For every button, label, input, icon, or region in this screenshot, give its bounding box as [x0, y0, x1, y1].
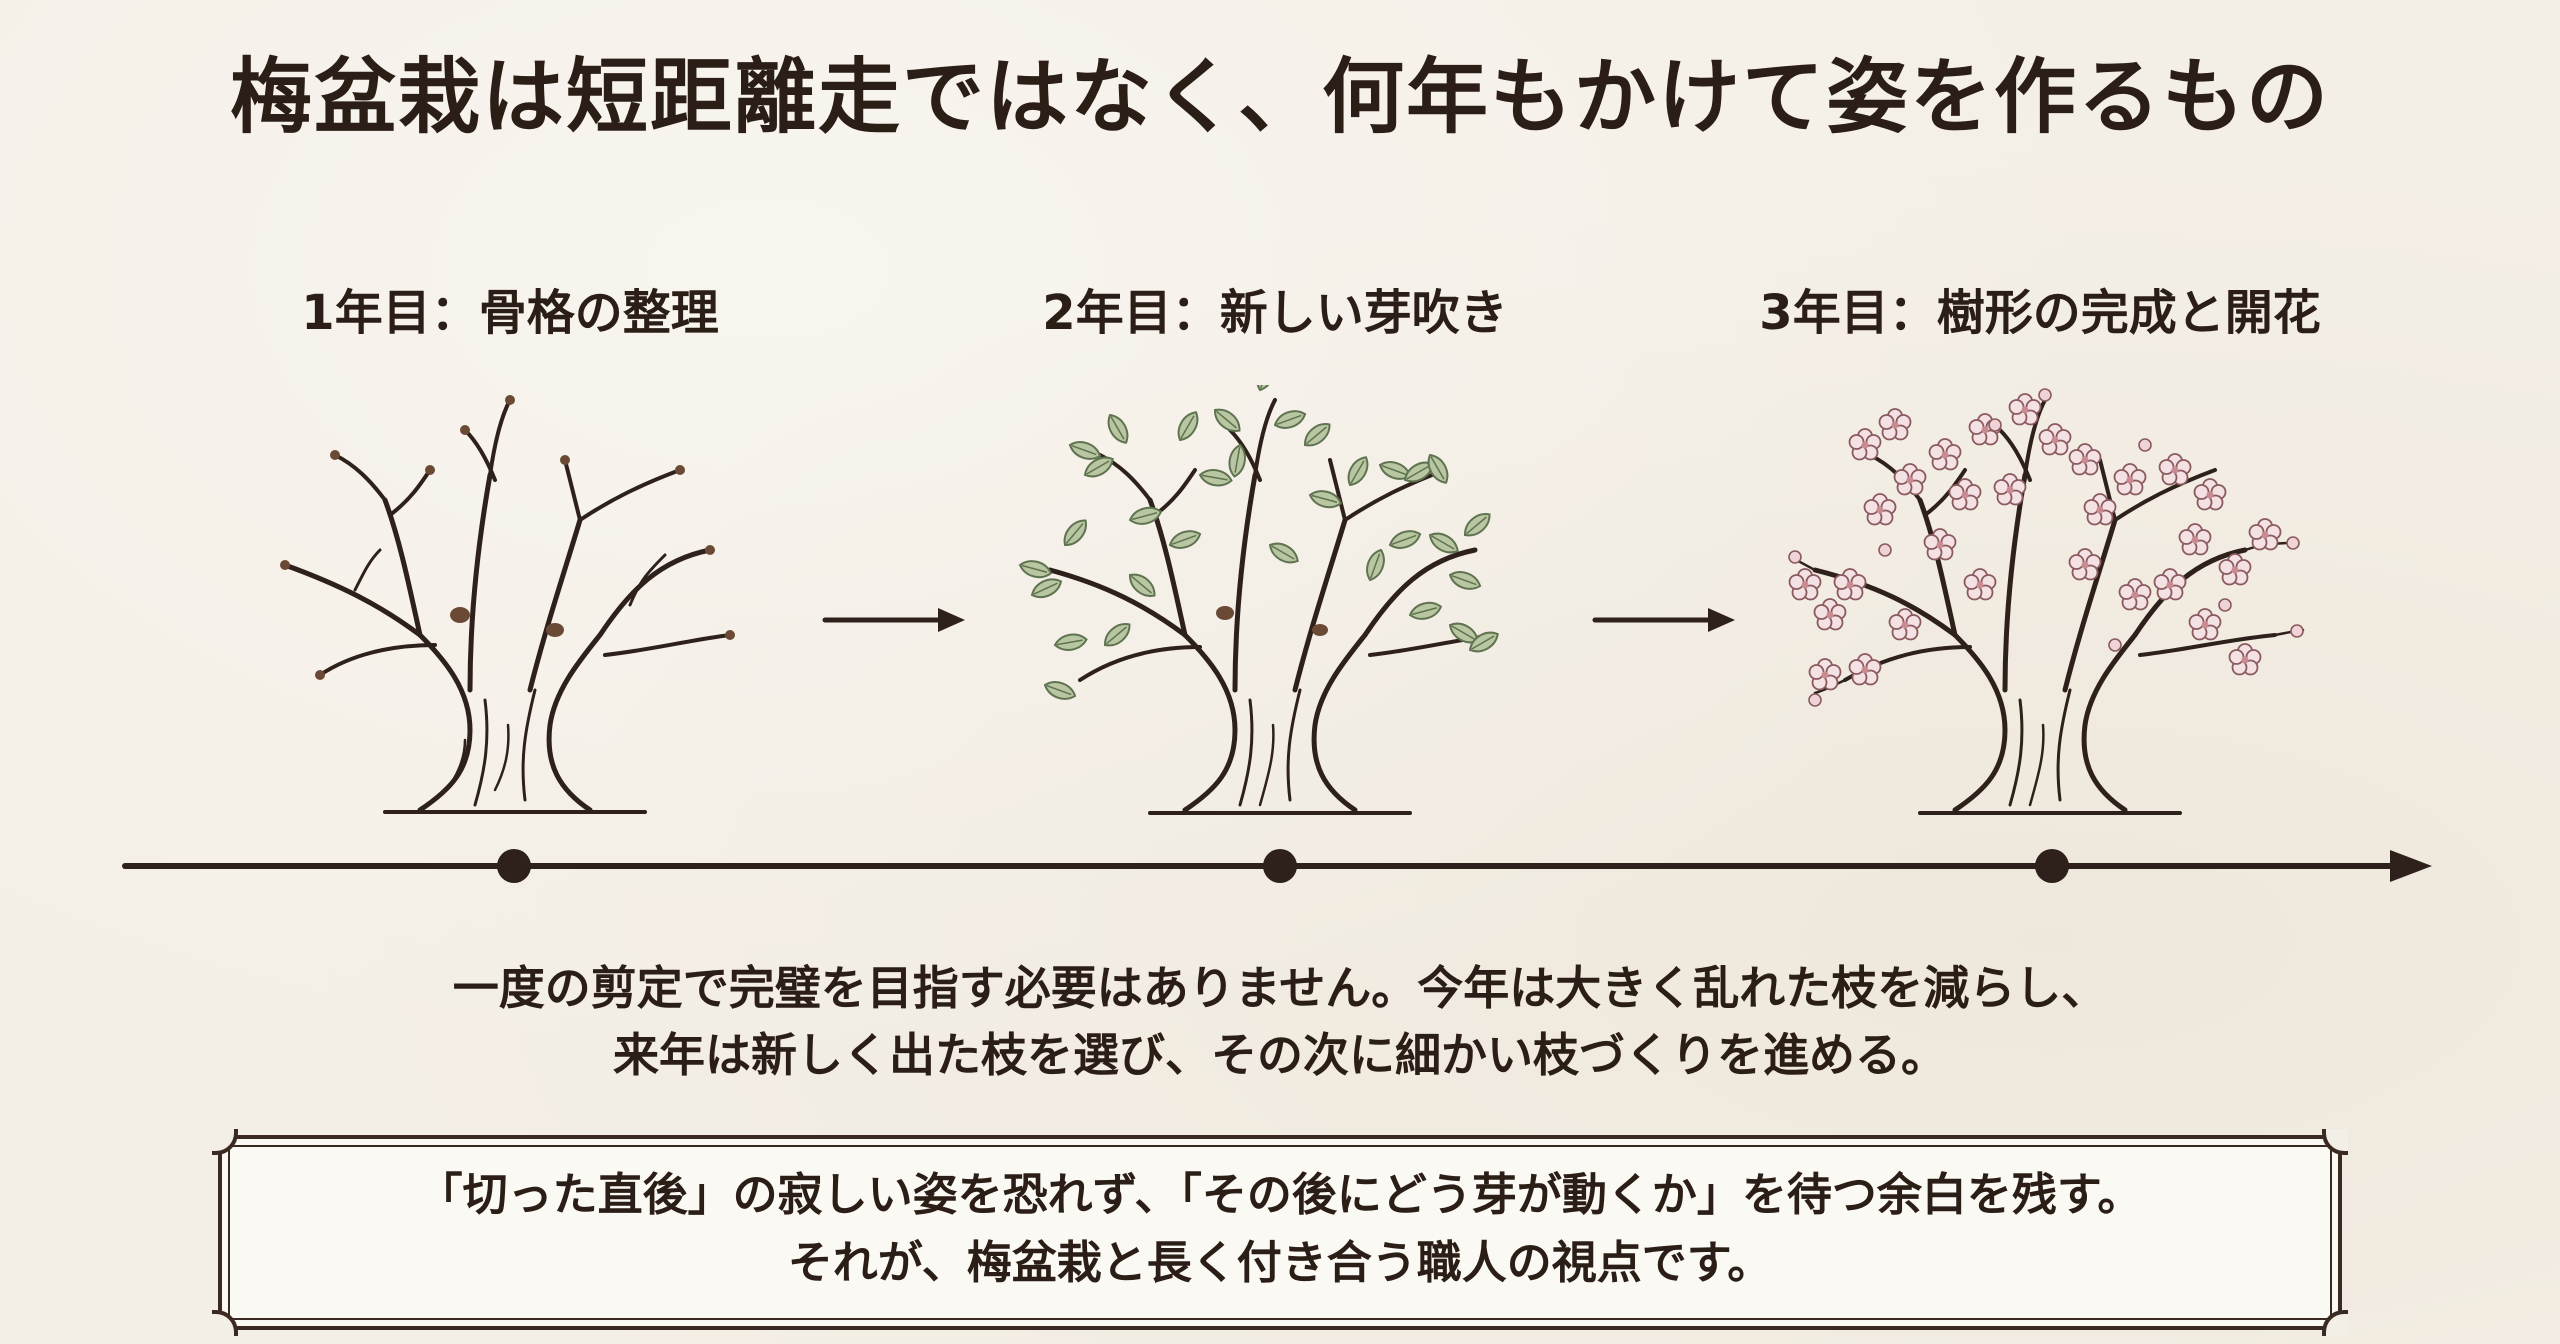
timeline — [122, 849, 2432, 883]
explanation-line-1: 一度の剪定で完璧を目指す必要はありません。今年は大きく乱れた枝を減らし、 — [452, 961, 2108, 1015]
stage-label-year-3: 3年目：樹形の完成と開花 — [1759, 285, 2321, 341]
stage-label-year-1: 1年目：骨格の整理 — [301, 285, 719, 341]
timeline-marker-year-3 — [2035, 849, 2069, 883]
explanation-text: 一度の剪定で完璧を目指す必要はありません。今年は大きく乱れた枝を減らし、 来年は… — [0, 955, 2560, 1088]
page-title: 梅盆栽は短距離走ではなく、何年もかけて姿を作るもの — [229, 49, 2330, 145]
callout-text: 「切った直後」の寂しい姿を恐れず、「その後にどう芽が動くか」を待つ余白を残す。 … — [222, 1161, 2338, 1296]
arrow-right-icon — [822, 608, 965, 632]
timeline-marker-year-2 — [1263, 849, 1297, 883]
arrow-right-icon — [1592, 608, 1735, 632]
pruned-tree-illustration — [280, 395, 735, 814]
callout-box: 「切った直後」の寂しい姿を恐れず、「その後にどう芽が動くか」を待つ余白を残す。 … — [212, 1129, 2348, 1336]
callout-line-1: 「切った直後」の寂しい姿を恐れず、「その後にどう芽が動くか」を待つ余白を残す。 — [417, 1168, 2143, 1221]
stage-label-year-2: 2年目：新しい芽吹き — [1042, 285, 1508, 341]
timeline-marker-year-1 — [497, 849, 531, 883]
timeline-arrow-icon — [2390, 850, 2432, 882]
callout-line-2: それが、梅盆栽と長く付き合う職人の視点です。 — [787, 1235, 1773, 1289]
sprouting-tree-illustration — [1017, 385, 1503, 815]
blossoming-tree-illustration — [1788, 388, 2305, 815]
explanation-line-2: 来年は新しく出た枝を選び、その次に細かい枝づくりを進める。 — [613, 1027, 1947, 1082]
